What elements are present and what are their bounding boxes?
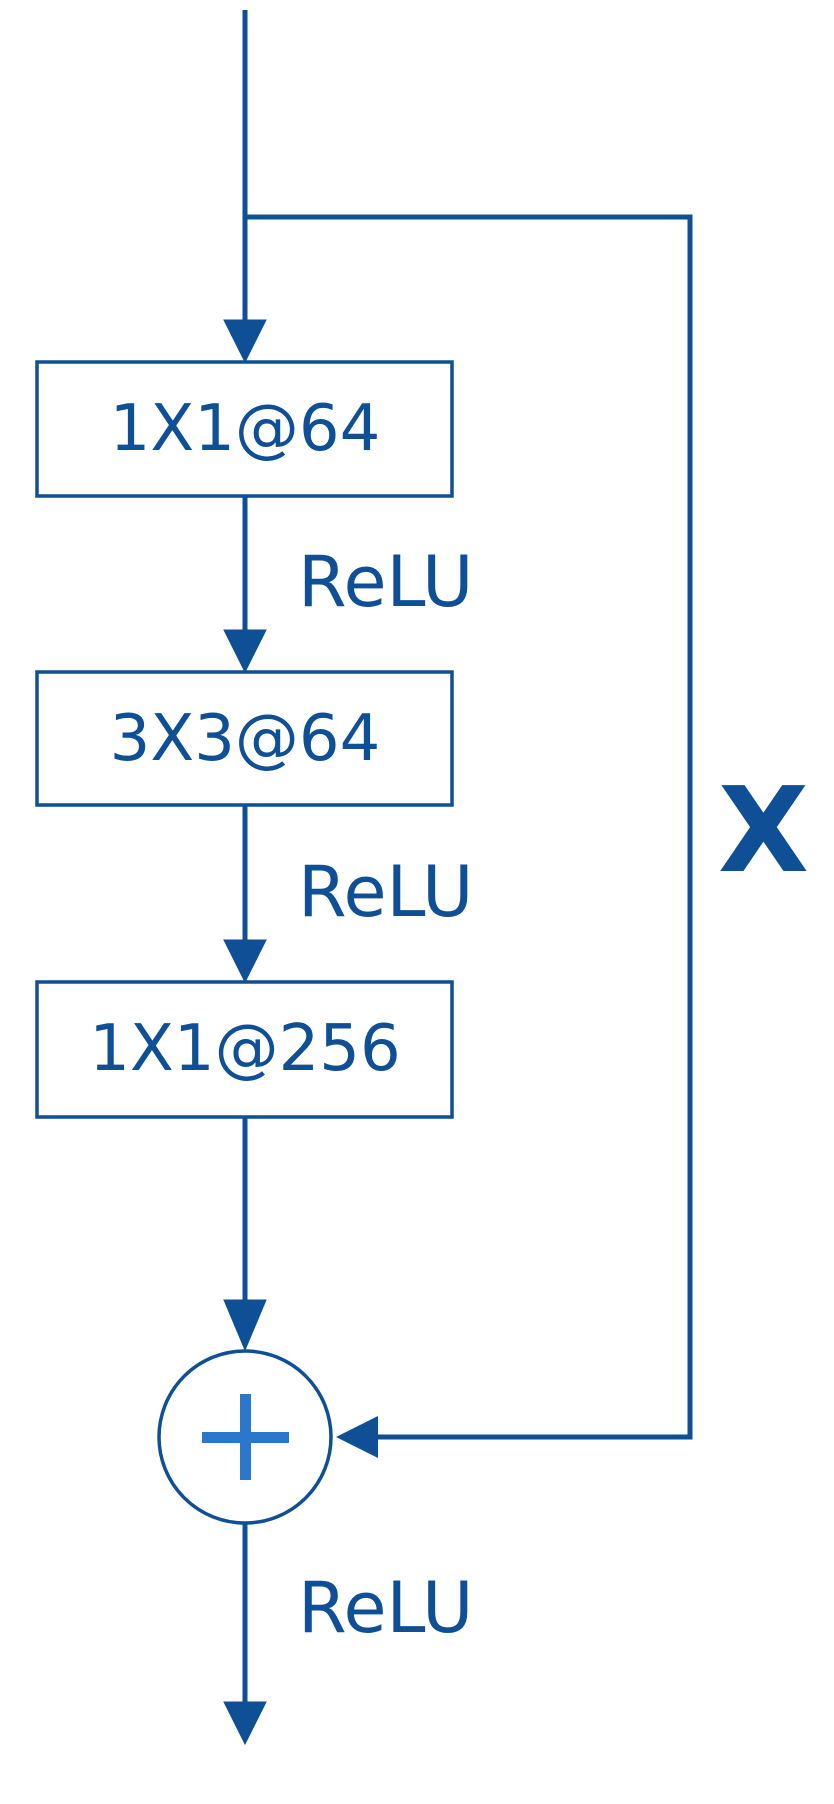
connector-3-arrowhead bbox=[223, 1299, 267, 1352]
layer-block-1: 1X1@64 bbox=[35, 360, 454, 498]
layer-box-3 bbox=[35, 980, 454, 1119]
layer-label-3: 1X1@256 bbox=[89, 1012, 400, 1086]
main-path bbox=[223, 10, 267, 1746]
layer-block-2: 3X3@64 bbox=[35, 670, 454, 807]
connector-1-arrowhead bbox=[223, 629, 267, 674]
output-arrowhead bbox=[223, 1701, 267, 1746]
skip-arrowhead bbox=[336, 1416, 378, 1458]
layer-label-1: 1X1@64 bbox=[110, 392, 381, 466]
skip-connection: X bbox=[245, 214, 809, 1458]
layer-block-3: 1X1@256 bbox=[35, 980, 454, 1119]
layer-box-2 bbox=[35, 670, 454, 807]
plus-icon bbox=[202, 1394, 289, 1480]
activation-label-3: ReLU bbox=[298, 1567, 473, 1649]
input-arrowhead bbox=[223, 319, 267, 364]
layer-box-1 bbox=[35, 360, 454, 498]
sum-node bbox=[157, 1349, 333, 1525]
activation-label-1: ReLU bbox=[298, 541, 473, 623]
activation-label-2: ReLU bbox=[298, 851, 473, 933]
layer-label-2: 3X3@64 bbox=[110, 702, 381, 776]
skip-line bbox=[245, 214, 693, 1440]
skip-label: X bbox=[718, 761, 809, 899]
connector-2-arrowhead bbox=[223, 939, 267, 984]
